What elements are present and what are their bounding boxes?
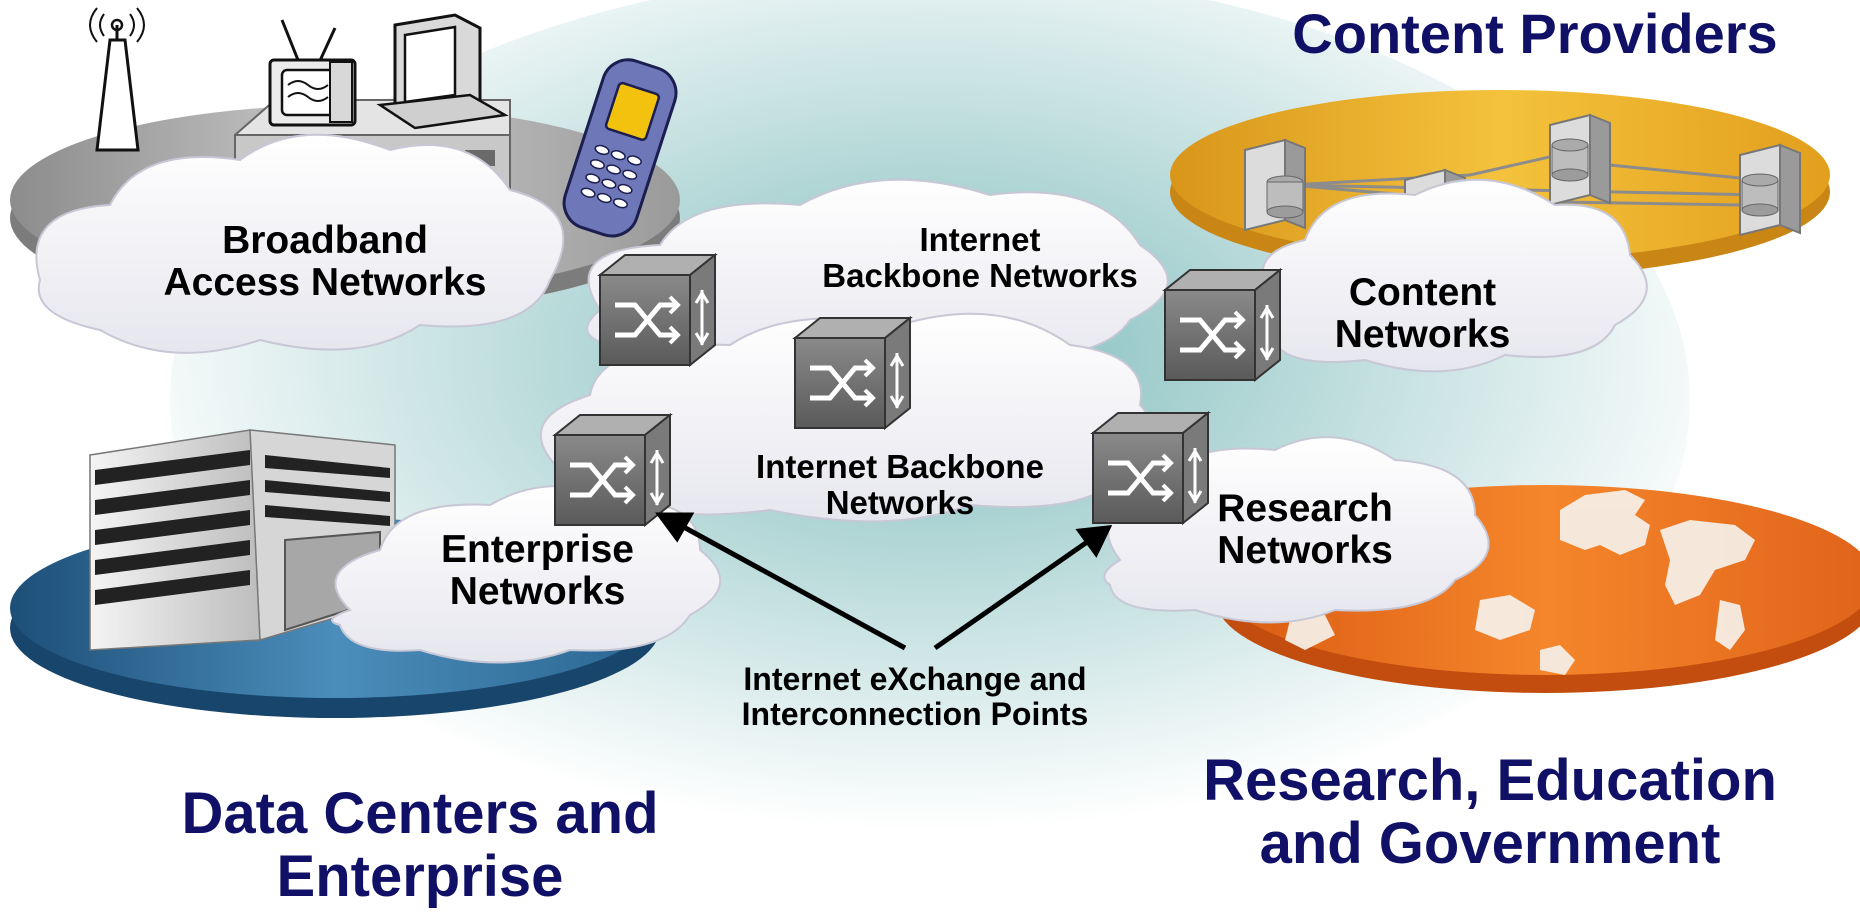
exchange-arrows bbox=[655, 512, 1113, 651]
label-broadband-access: Broadband Access Networks bbox=[130, 219, 520, 305]
computer-icon bbox=[376, 13, 509, 130]
title-research-education: Research, Education and Government bbox=[1150, 748, 1830, 876]
network-switch-icon bbox=[597, 252, 718, 368]
server-icon bbox=[1549, 113, 1611, 207]
television-icon bbox=[268, 19, 357, 127]
label-backbone-mid-line2: Networks bbox=[825, 483, 975, 521]
arrow-head-left bbox=[655, 512, 695, 543]
network-switch-icon bbox=[1090, 410, 1211, 526]
title-data-centers: Data Centers and Enterprise bbox=[110, 781, 730, 909]
arrow-to-research-switch bbox=[933, 537, 1092, 651]
label-enterprise-networks: Enterprise Networks bbox=[400, 528, 675, 614]
cloud-broadband bbox=[35, 133, 565, 354]
label-backbone-top: Internet Backbone Networks bbox=[780, 222, 1180, 293]
arrow-to-enterprise-switch bbox=[678, 522, 907, 651]
label-backbone-top-line2: Backbone Networks bbox=[822, 256, 1138, 294]
server-icon bbox=[1244, 138, 1306, 232]
antenna-icon bbox=[89, 7, 145, 152]
title-research-line1: Research, Education bbox=[1203, 748, 1777, 813]
label-content-networks: Content Networks bbox=[1300, 271, 1545, 357]
title-data-centers-line1: Data Centers and bbox=[181, 781, 659, 846]
label-research-line1: Research bbox=[1217, 487, 1393, 530]
network-switch-icon bbox=[792, 315, 913, 431]
label-backbone-mid-line1: Internet Backbone bbox=[756, 448, 1044, 485]
title-content-providers: Content Providers bbox=[1250, 2, 1820, 65]
network-switch-icon bbox=[1162, 267, 1283, 383]
cloud-enterprise bbox=[331, 485, 722, 664]
title-data-centers-line2: Enterprise bbox=[276, 843, 564, 909]
label-enterprise-line1: Enterprise bbox=[441, 528, 634, 571]
label-exchange-line1: Internet eXchange and bbox=[743, 661, 1087, 697]
label-backbone-top-line1: Internet bbox=[919, 221, 1041, 258]
title-content-providers-text: Content Providers bbox=[1292, 2, 1778, 65]
title-research-line2: and Government bbox=[1259, 810, 1721, 876]
label-exchange-line2: Interconnection Points bbox=[741, 695, 1089, 732]
network-switch-icon bbox=[552, 412, 673, 528]
label-broadband-line1: Broadband bbox=[222, 219, 428, 262]
label-exchange-points: Internet eXchange and Interconnection Po… bbox=[690, 662, 1140, 731]
label-content-line2: Networks bbox=[1334, 313, 1511, 357]
arrow-head-right bbox=[1075, 525, 1113, 558]
label-content-line1: Content bbox=[1348, 271, 1497, 314]
label-research-networks: Research Networks bbox=[1180, 487, 1430, 573]
label-research-line2: Networks bbox=[1217, 529, 1393, 573]
server-icon bbox=[1739, 143, 1801, 237]
label-backbone-mid: Internet Backbone Networks bbox=[715, 449, 1085, 520]
cloud-content bbox=[1260, 178, 1648, 373]
mobile-phone-icon bbox=[562, 58, 678, 238]
label-enterprise-line2: Networks bbox=[449, 570, 626, 614]
label-broadband-line2: Access Networks bbox=[163, 261, 487, 305]
